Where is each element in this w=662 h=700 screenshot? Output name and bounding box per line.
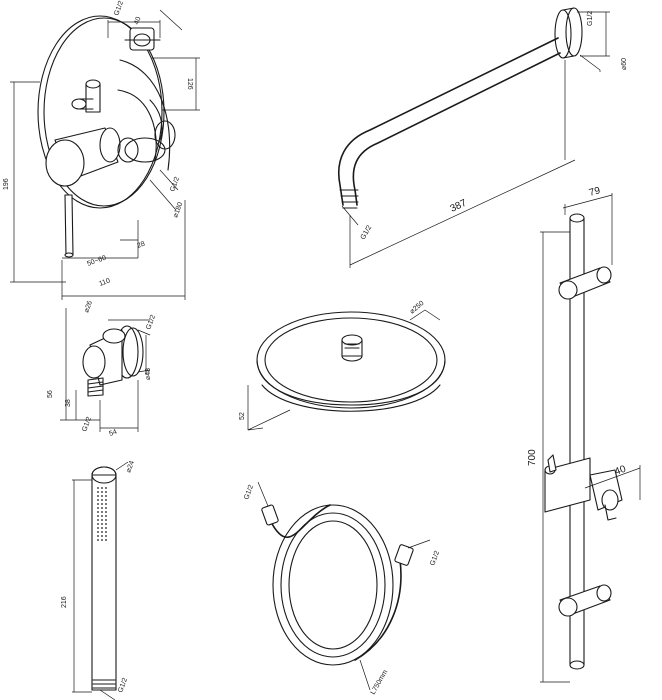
nozzle-dot (105, 527, 107, 529)
nozzle-dot (101, 503, 103, 505)
nozzle-dot (105, 499, 107, 501)
mixer-thread-right-label: G1/2 (169, 176, 181, 193)
concealed-mixer-drawing (10, 9, 200, 300)
nozzle-dot (97, 535, 99, 537)
nozzle-dot (101, 487, 103, 489)
nozzle-dot (97, 503, 99, 505)
hand-shower-drawing (72, 461, 129, 700)
showerhead-diameter-label: ⌀250 (409, 300, 426, 316)
nozzle-dot (101, 523, 103, 525)
arm-thread-bottom-label: G1/2 (360, 224, 374, 241)
arm-flange-label: ⌀60 (621, 58, 628, 70)
nozzle-dot (101, 531, 103, 533)
nozzle-dot (105, 523, 107, 525)
mixer-depth-range-label: 50~60 (86, 255, 107, 268)
rail-offset-label: 40 (613, 464, 628, 478)
nozzle-dot (97, 527, 99, 529)
nozzle-dot (101, 519, 103, 521)
nozzle-dot (105, 519, 107, 521)
nozzle-dot (97, 495, 99, 497)
nozzle-dot (101, 499, 103, 501)
hose-thread-left-label: G1/2 (243, 484, 255, 501)
nozzle-dot (101, 539, 103, 541)
rail-width-label: 79 (588, 185, 602, 199)
hose-length-label: L750mm (370, 669, 390, 696)
handshower-thread-label: G1/2 (117, 677, 129, 694)
wall-elbow-drawing (60, 308, 151, 432)
handshower-length-label: 216 (61, 596, 68, 608)
mixer-depth-total-label: 110 (98, 277, 111, 287)
nozzle-dot (105, 539, 107, 541)
elbow-thread-bottom-label: G1/2 (81, 416, 93, 433)
nozzle-dot (101, 527, 103, 529)
nozzle-dot (105, 503, 107, 505)
nozzle-dot (97, 515, 99, 517)
elbow-height-offset-label: 38 (65, 399, 72, 407)
hand-shower-nozzles (97, 487, 107, 541)
nozzle-dot (97, 519, 99, 521)
shower-arm-drawing (338, 7, 610, 268)
elbow-width-label: 54 (108, 429, 118, 438)
nozzle-dot (105, 515, 107, 517)
nozzle-dot (105, 507, 107, 509)
nozzle-dot (101, 515, 103, 517)
mixer-height-label: 196 (3, 178, 10, 190)
mixer-thread-top-label: G1/2 (113, 0, 125, 17)
arm-length-label: 387 (449, 198, 469, 215)
elbow-diameter-label: ⌀26 (83, 300, 94, 314)
nozzle-dot (101, 511, 103, 513)
nozzle-dot (101, 535, 103, 537)
nozzle-dot (97, 531, 99, 533)
mixer-diameter-label: ⌀180 (172, 201, 184, 218)
mixer-dim-right-label: 126 (186, 78, 193, 90)
rail-height-label: 700 (527, 449, 538, 466)
arm-thread-label: G1/2 (587, 11, 594, 26)
elbow-flange-label: ⌀48 (145, 368, 152, 380)
nozzle-dot (101, 507, 103, 509)
nozzle-dot (105, 511, 107, 513)
nozzle-dot (105, 491, 107, 493)
nozzle-dot (97, 523, 99, 525)
elbow-height-total-label: 56 (47, 390, 54, 398)
showerhead-thickness-label: 52 (239, 412, 246, 420)
nozzle-dot (105, 495, 107, 497)
mixer-dim-top-label: 40 (133, 16, 142, 26)
nozzle-dot (97, 507, 99, 509)
nozzle-dot (97, 487, 99, 489)
slide-rail-drawing (540, 193, 641, 683)
nozzle-dot (97, 539, 99, 541)
nozzle-dot (101, 491, 103, 493)
handshower-diameter-label: ⌀24 (125, 460, 136, 474)
hose-thread-right-label: G1/2 (429, 550, 441, 567)
elbow-thread-label: G1/2 (145, 314, 157, 331)
nozzle-dot (105, 531, 107, 533)
shower-hose-drawing (257, 481, 431, 691)
mixer-depth-small-label: 28 (136, 241, 146, 250)
nozzle-dot (97, 491, 99, 493)
nozzle-dot (97, 499, 99, 501)
nozzle-dot (105, 535, 107, 537)
nozzle-dot (101, 495, 103, 497)
nozzle-dot (105, 487, 107, 489)
rain-showerhead-drawing (247, 309, 446, 431)
nozzle-dot (97, 511, 99, 513)
